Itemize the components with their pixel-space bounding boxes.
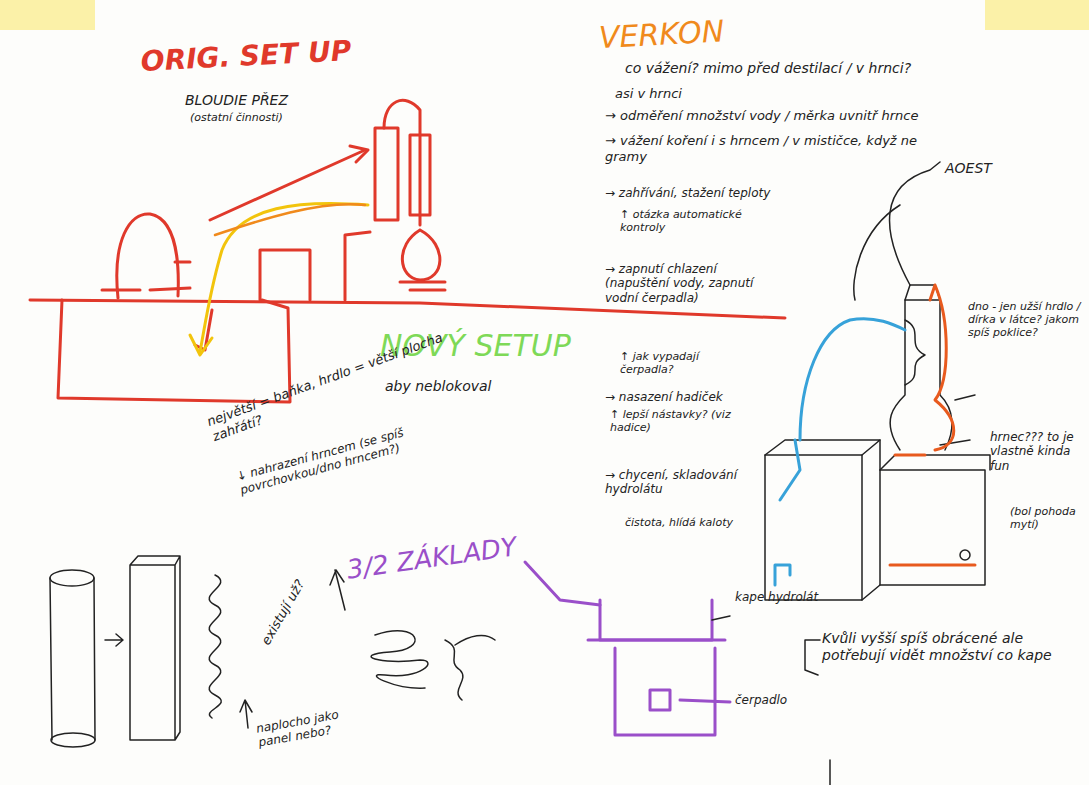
note-text: dno - jen užší hrdlo / dírka v látce? ja… — [968, 300, 1086, 340]
leader-line — [712, 616, 730, 620]
note-text: asi v hrnci — [615, 86, 682, 102]
note-text: existují už? — [258, 577, 308, 648]
note-text: ↑ jak vypadají čerpadla? — [620, 350, 740, 376]
flow-arrow — [215, 204, 365, 235]
note-text: (bol pohoda mytí) — [1010, 505, 1085, 531]
note-text: (ostatní činnosti) — [190, 111, 283, 124]
note-text: VERKON — [598, 13, 725, 56]
note-text: → chycení, skladování hydrolátu — [605, 468, 765, 497]
new-setup-drawing — [765, 162, 990, 600]
note-text: → odměření množství vody / měrka uvnitř … — [605, 108, 918, 124]
note-text: → vážení koření i s hrncem / v mističce,… — [605, 133, 935, 164]
note-text: 3/2 ZÁKLADY — [345, 531, 519, 586]
note-text: hrnec??? to je vlastně kinda fun — [990, 430, 1088, 473]
flow-arrow — [190, 203, 368, 355]
note-text: naplocho jako panel nebo? — [255, 705, 358, 751]
hydrolate-tank — [525, 562, 730, 735]
note-text: → zahřívání, stažení teploty — [605, 186, 770, 200]
note-text: BLOUDIE PŘEZ — [185, 92, 288, 109]
tape — [0, 0, 95, 30]
note-text: → nasazení hadiček — [605, 390, 723, 404]
note-text: čerpadlo — [735, 693, 787, 707]
cooling-tube — [775, 319, 905, 585]
note-text: čistota, hlídá kaloty — [625, 516, 733, 529]
tape — [985, 0, 1089, 30]
coil — [905, 320, 925, 385]
note-text: co vážení? mimo před destilací / v hrnci… — [625, 60, 911, 77]
note-text: ↑ otázka automatické kontroly — [620, 208, 770, 234]
note-text: ORIG. SET UP — [140, 34, 352, 79]
note-text: aby neblokoval — [385, 378, 491, 395]
heated-vessel — [890, 285, 975, 565]
note-text: → zapnutí chlazení (napuštění vody, zapn… — [605, 262, 780, 305]
note-text: Kvůli vyšší spíš obrácené ale potřebují … — [822, 630, 1062, 664]
note-text: AOEST — [945, 160, 992, 177]
note-text: kape hydrolát — [735, 590, 818, 604]
note-text: ↑ lepší nástavky? (viz hadice) — [610, 408, 740, 434]
